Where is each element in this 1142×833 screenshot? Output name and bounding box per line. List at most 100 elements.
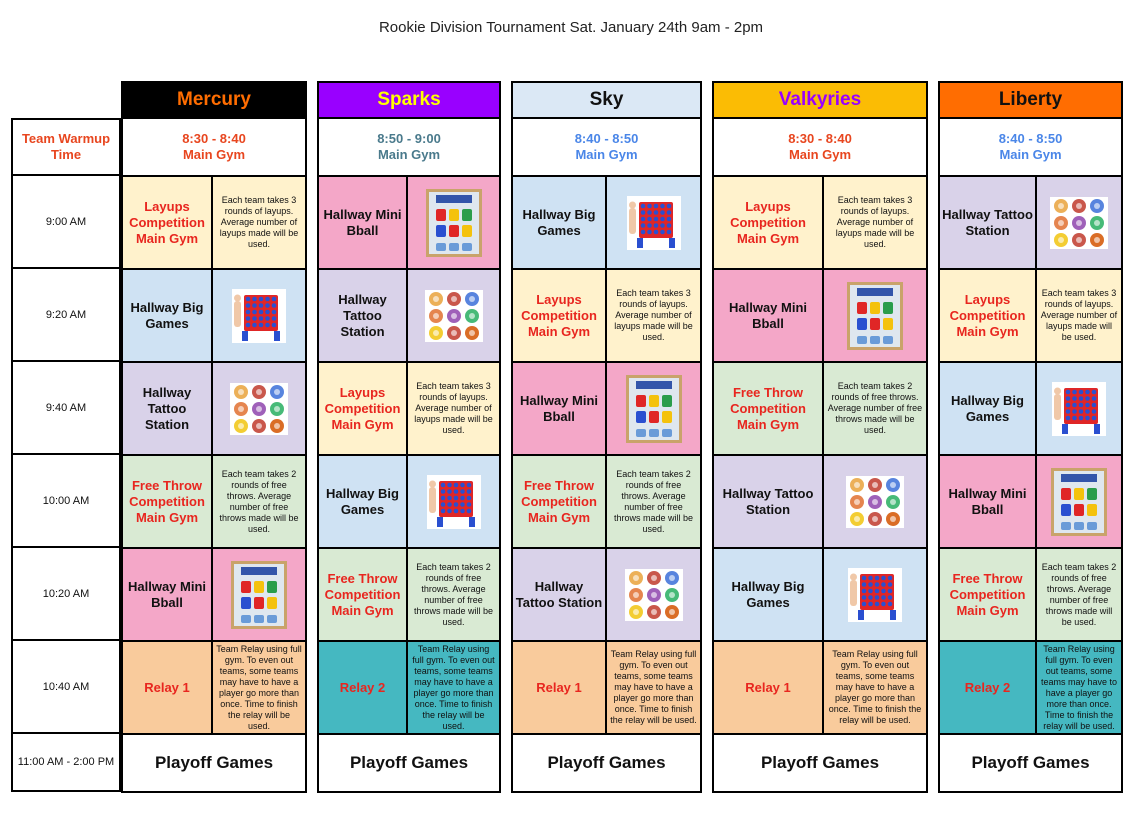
mini-basketball-image — [607, 363, 700, 454]
warmup-place: Main Gym — [182, 147, 246, 162]
team-header: Sky — [511, 81, 702, 119]
team-header: Mercury — [121, 81, 307, 119]
page-title: Rookie Division Tournament Sat. January … — [378, 19, 764, 36]
tattoo-image — [408, 270, 499, 361]
activity-name: Hallway Mini Bball — [319, 177, 408, 268]
schedule-cell: Hallway Big Games — [511, 177, 702, 270]
warmup-time: 8:40 - 8:50 — [998, 131, 1063, 146]
time-slot: 9:20 AM — [11, 269, 121, 362]
connect-four-image — [213, 270, 305, 361]
activity-description: Each team takes 2 rounds of free throws.… — [213, 456, 305, 547]
connect-four-image — [607, 177, 700, 268]
activity-name: Free Throw Competition Main Gym — [123, 456, 213, 547]
schedule-cell: Hallway Tattoo Station — [712, 456, 928, 549]
activity-name: Hallway Mini Bball — [940, 456, 1037, 547]
activity-name: Hallway Tattoo Station — [714, 456, 824, 547]
activity-description: Each team takes 2 rounds of free throws.… — [1037, 549, 1121, 640]
activity-name: Hallway Big Games — [319, 456, 408, 547]
warmup-time: 8:30 - 8:40 — [182, 131, 246, 146]
warmup-place: Main Gym — [377, 147, 441, 162]
activity-name: Layups Competition Main Gym — [319, 363, 408, 454]
playoff-games-cell: Playoff Games — [938, 735, 1123, 793]
activity-name: Hallway Tattoo Station — [319, 270, 408, 361]
time-slot: 9:40 AM — [11, 362, 121, 455]
activity-name: Hallway Big Games — [940, 363, 1037, 454]
activity-name: Free Throw Competition Main Gym — [940, 549, 1037, 640]
tattoo-image — [1037, 177, 1121, 268]
activity-name: Relay 1 — [513, 642, 607, 733]
time-slot-playoffs: 11:00 AM - 2:00 PM — [11, 734, 121, 792]
schedule-cell: Hallway Mini Bball — [317, 177, 501, 270]
mini-basketball-image — [408, 177, 499, 268]
activity-name: Hallway Big Games — [513, 177, 607, 268]
activity-name: Relay 2 — [940, 642, 1037, 733]
team-header: Liberty — [938, 81, 1123, 119]
activity-name: Relay 1 — [714, 642, 824, 733]
schedule-cell: Hallway Mini Bball — [712, 270, 928, 363]
warmup-time: 8:40 - 8:50 — [574, 131, 639, 146]
schedule-cell: Hallway Mini Bball — [511, 363, 702, 456]
connect-four-image — [1037, 363, 1121, 454]
schedule-cell: Hallway Tattoo Station — [511, 549, 702, 642]
playoff-games-cell: Playoff Games — [121, 735, 307, 793]
activity-name: Hallway Mini Bball — [714, 270, 824, 361]
activity-name: Free Throw Competition Main Gym — [714, 363, 824, 454]
warmup-time: 8:50 - 9:00 — [377, 131, 441, 146]
connect-four-image — [408, 456, 499, 547]
activity-name: Layups Competition Main Gym — [513, 270, 607, 361]
schedule-cell: Hallway Big Games — [317, 456, 501, 549]
activity-description: Team Relay using full gym. To even out t… — [824, 642, 926, 733]
schedule-cell: Hallway Big Games — [938, 363, 1123, 456]
warmup-time: 8:30 - 8:40 — [788, 131, 852, 146]
schedule-cell: Hallway Mini Bball — [121, 549, 307, 642]
time-slot: 9:00 AM — [11, 176, 121, 269]
activity-name: Hallway Mini Bball — [513, 363, 607, 454]
activity-name: Hallway Big Games — [123, 270, 213, 361]
activity-description: Team Relay using full gym. To even out t… — [1037, 642, 1121, 733]
playoff-games-cell: Playoff Games — [317, 735, 501, 793]
activity-description: Team Relay using full gym. To even out t… — [213, 642, 305, 733]
time-slot: 10:00 AM — [11, 455, 121, 548]
activity-name: Relay 1 — [123, 642, 213, 733]
activity-description: Each team takes 3 rounds of layups. Aver… — [213, 177, 305, 268]
activity-description: Each team takes 3 rounds of layups. Aver… — [824, 177, 926, 268]
schedule-cell: Hallway Big Games — [121, 270, 307, 363]
activity-name: Free Throw Competition Main Gym — [513, 456, 607, 547]
schedule-cell: Hallway Big Games — [712, 549, 928, 642]
activity-name: Hallway Big Games — [714, 549, 824, 640]
warmup-place: Main Gym — [788, 147, 852, 162]
activity-name: Hallway Tattoo Station — [513, 549, 607, 640]
schedule-cell: Hallway Tattoo Station — [317, 270, 501, 363]
mini-basketball-image — [1037, 456, 1121, 547]
schedule-cell: Hallway Tattoo Station — [938, 177, 1123, 270]
tattoo-image — [213, 363, 305, 454]
activity-description: Each team takes 3 rounds of layups. Aver… — [1037, 270, 1121, 361]
warmup-place: Main Gym — [999, 147, 1062, 162]
activity-name: Hallway Mini Bball — [123, 549, 213, 640]
team-header: Sparks — [317, 81, 501, 119]
activity-description: Team Relay using full gym. To even out t… — [607, 642, 700, 733]
activity-description: Each team takes 2 rounds of free throws.… — [607, 456, 700, 547]
playoff-games-cell: Playoff Games — [712, 735, 928, 793]
playoff-games-cell: Playoff Games — [511, 735, 702, 793]
warmup-label: Team Warmup Time — [11, 118, 121, 176]
schedule-cell: Hallway Tattoo Station — [121, 363, 307, 456]
